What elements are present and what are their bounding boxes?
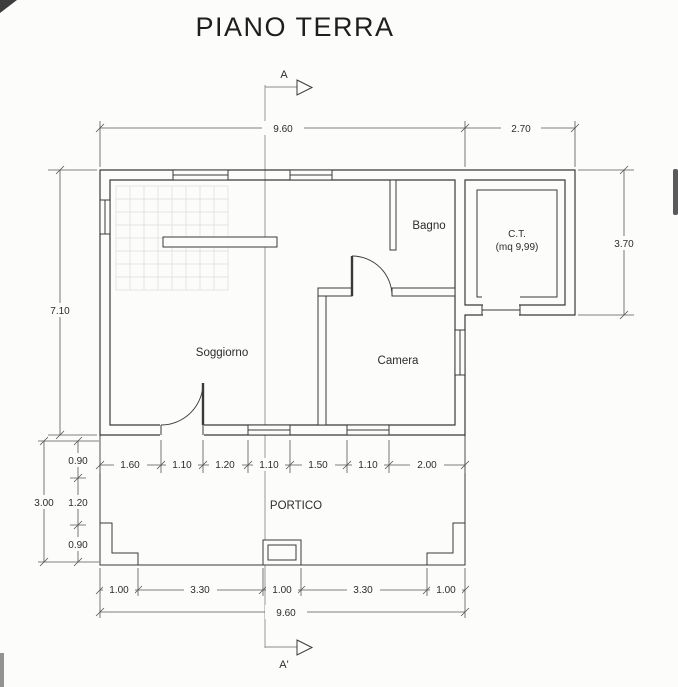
dim-chain-2: 1.10 bbox=[172, 460, 192, 471]
section-arrow-bottom bbox=[296, 639, 314, 656]
dim-chain-5: 1.50 bbox=[308, 460, 328, 471]
dim-bottom-width-total: 9.60 bbox=[276, 608, 296, 619]
dim-portico-depth-3: 0.90 bbox=[68, 540, 88, 551]
dim-pillar-3: 1.00 bbox=[272, 585, 292, 596]
dim-chain-6: 1.10 bbox=[358, 460, 378, 471]
doors bbox=[160, 255, 521, 436]
interior-walls bbox=[317, 179, 456, 426]
dim-chain-1: 1.60 bbox=[120, 460, 140, 471]
pillar-left bbox=[99, 522, 139, 566]
dimension-bottom-total: 9.60 bbox=[95, 596, 470, 619]
dim-chain-7: 2.00 bbox=[417, 460, 437, 471]
pillar-right bbox=[426, 522, 466, 566]
dimension-portico-depth: 0.90 1.20 0.90 3.00 bbox=[27, 436, 99, 567]
dim-portico-depth-total: 3.00 bbox=[34, 498, 54, 509]
room-label-camera: Camera bbox=[378, 355, 420, 367]
room-labels: Soggiorno Camera Bagno C.T. (mq 9,99) PO… bbox=[196, 220, 539, 512]
window-bottom-camera bbox=[346, 424, 390, 436]
dim-top-width-main: 9.60 bbox=[273, 124, 293, 135]
dimension-bottom-openings: 1.60 1.10 1.20 1.10 1.50 1.10 2.00 bbox=[95, 437, 470, 473]
room-label-ct: C.T. bbox=[508, 229, 526, 240]
dim-portico-depth-2: 1.20 bbox=[68, 498, 88, 509]
section-label-bottom: A' bbox=[279, 659, 288, 671]
dim-pillar-4: 3.30 bbox=[353, 585, 373, 596]
dim-top-width-ext: 2.70 bbox=[511, 124, 531, 135]
dimension-top: 9.60 2.70 bbox=[95, 121, 580, 167]
section-label-top: A bbox=[280, 69, 288, 81]
entrance-door bbox=[160, 382, 205, 436]
window-bottom-soggiorno bbox=[247, 424, 291, 436]
wall-hall-camera-right bbox=[391, 287, 456, 297]
page-title: PIANO TERRA bbox=[195, 12, 394, 42]
window-right-camera bbox=[454, 329, 466, 376]
camera-door bbox=[350, 255, 393, 297]
room-label-soggiorno: Soggiorno bbox=[196, 347, 248, 359]
wall-hall-camera-left bbox=[317, 287, 353, 297]
dimension-pillar-spacing: 1.00 3.30 1.00 3.30 1.00 bbox=[95, 568, 470, 596]
dim-left-height-main: 7.10 bbox=[50, 306, 70, 317]
ct-room-lining bbox=[476, 189, 558, 298]
inner-wall-extension bbox=[464, 179, 566, 306]
room-label-ct-area: (mq 9,99) bbox=[496, 242, 539, 253]
wall-bagno-left bbox=[389, 179, 397, 251]
dimension-left: 7.10 bbox=[41, 165, 97, 440]
dim-portico-depth-1: 0.90 bbox=[68, 456, 88, 467]
room-label-portico: PORTICO bbox=[270, 500, 322, 512]
ct-door bbox=[481, 304, 521, 316]
windows bbox=[99, 169, 466, 436]
section-arrow-top bbox=[296, 79, 314, 96]
window-top-1 bbox=[172, 169, 229, 181]
window-left bbox=[99, 199, 111, 235]
camera-door-arc bbox=[351, 255, 393, 297]
dim-pillar-5: 1.00 bbox=[436, 585, 456, 596]
dim-right-height-ext: 3.70 bbox=[614, 239, 634, 250]
dim-pillar-1: 1.00 bbox=[109, 585, 129, 596]
room-label-bagno: Bagno bbox=[412, 220, 445, 232]
wall-soggiorno-camera bbox=[317, 287, 327, 426]
dim-pillar-2: 3.30 bbox=[190, 585, 210, 596]
dim-chain-3: 1.20 bbox=[215, 460, 235, 471]
pillar-middle bbox=[262, 539, 302, 566]
dimension-right: 3.70 bbox=[578, 165, 643, 320]
entrance-door-arc bbox=[160, 382, 204, 426]
soggiorno-counter bbox=[162, 236, 278, 248]
window-top-2 bbox=[289, 169, 333, 181]
dim-chain-4: 1.10 bbox=[259, 460, 279, 471]
inner-wall-main bbox=[109, 179, 456, 426]
